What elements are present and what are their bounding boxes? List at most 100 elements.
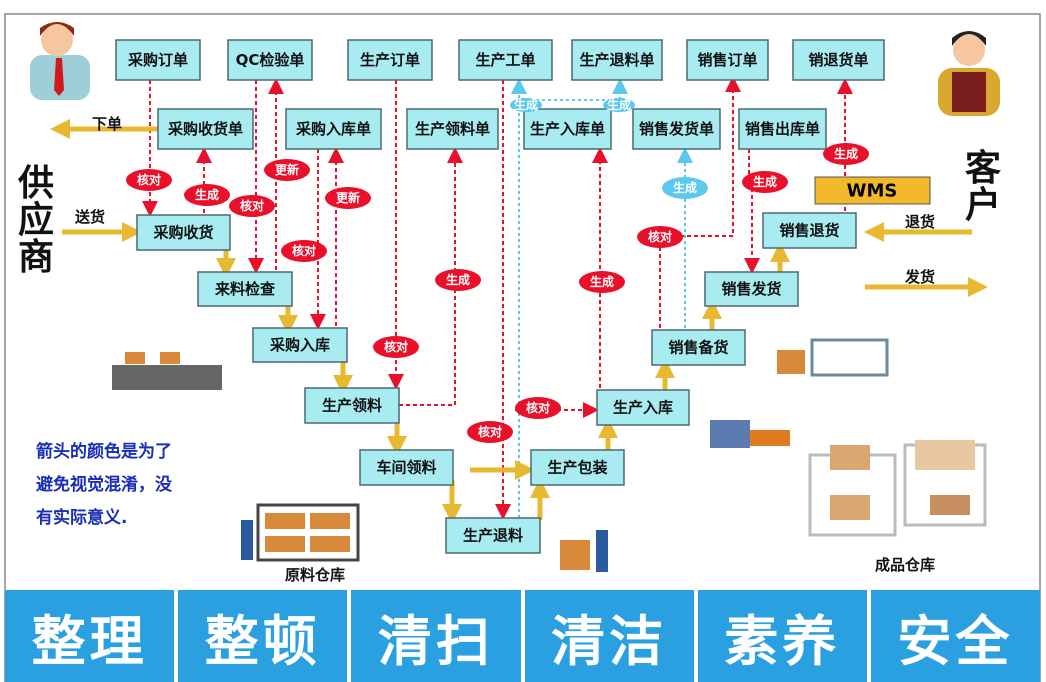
qc-inspection-doc: QC检验单 [227,39,313,81]
production-return-doc-label: 生产退料单 [579,51,654,69]
process-production-packing-label: 生产包装 [547,459,608,477]
tag-text: 核对 [292,243,316,258]
5s-footer: 整理 整顿 清扫 清洁 素养 安全 [5,590,1041,682]
tag-check: 核对 [467,421,513,443]
process-production-stockin: 生产入库 [596,389,690,426]
customer-person-icon [938,31,1000,116]
tag-generate: 生成 [823,143,869,165]
footer-tile-seiso: 清扫 [351,590,521,682]
return-label: 退货 [905,213,935,231]
red-dashed-arrow [399,147,463,406]
footer-tile-shitsuke: 素养 [697,590,867,682]
supplier-char-2: 应 [18,200,54,241]
sales-order-doc: 销售订单 [686,39,769,81]
purchase-stockin-doc-label: 采购入库单 [295,120,371,138]
raw-warehouse-illustration [112,352,608,572]
note-line-1: 箭头的颜色是为了 [36,441,172,462]
process-material-requisition-label: 生产领料 [322,397,382,415]
note-line-3: 有实际意义. [36,507,127,528]
tag-text: 核对 [526,400,550,415]
production-stockin-doc: 生产入库单 [523,108,612,150]
tag-text: 核对 [240,198,264,213]
tag-text: 更新 [275,162,299,177]
tag-generate: 生成 [579,271,625,293]
footer-tile-seiketsu: 清洁 [524,590,694,682]
process-incoming-inspection-label: 来料检查 [214,280,276,298]
purchase-order-doc: 采购订单 [115,39,201,81]
tag-text: 生成 [590,274,614,289]
purchase-order-doc-label: 采购订单 [127,51,188,69]
tag-text: 生成 [753,174,777,189]
work-order-doc: 生产工单 [458,39,553,81]
production-stockin-doc-label: 生产入库单 [530,120,605,138]
red-dashed-arrow [744,149,760,274]
production-order-doc-label: 生产订单 [360,51,420,69]
process-production-packing: 生产包装 [530,449,625,486]
tag-text: 核对 [384,339,408,354]
note-line-2: 避免视觉混淆，没 [36,474,173,495]
process-sales-picking: 销售备货 [651,329,746,366]
tag-generate: 生成 [184,184,230,206]
tag-generate: 生成 [603,97,635,112]
supplier-char-1: 供 [18,163,54,204]
red-dashed-arrow [659,76,741,328]
tag-generate: 生成 [435,269,481,291]
production-return-doc: 生产退料单 [571,39,663,81]
sales-return-doc-label: 销退货单 [808,51,868,69]
process-purchase-stockin: 采购入库 [252,327,348,363]
sales-delivery-doc: 销售发货单 [632,108,721,150]
sales-outbound-doc-label: 销售出库单 [745,120,820,138]
material-requisition-doc-label: 生产领料单 [415,120,490,138]
purchase-receipt-doc-label: 采购收货单 [167,120,243,138]
process-material-requisition: 生产领料 [304,387,400,424]
production-order-doc: 生产订单 [347,39,433,81]
tag-update: 更新 [264,159,310,181]
supplier-person-icon [30,22,90,100]
tag-text: 生成 [673,180,697,195]
finished-warehouse-label: 成品仓库 [875,556,935,574]
sales-delivery-doc-label: 销售发货单 [639,120,714,138]
tag-text: 更新 [336,190,360,205]
process-sales-picking-label: 销售备货 [668,339,728,357]
sales-return-doc: 销退货单 [792,39,885,81]
process-production-return-label: 生产退料 [463,527,523,545]
tag-update: 更新 [325,187,371,209]
tag-text: 生成 [607,97,631,112]
supplier-char-3: 商 [18,237,54,278]
process-purchase-stockin-label: 采购入库 [269,336,330,354]
tag-check: 核对 [126,169,172,191]
frame [4,13,1041,682]
customer-char-1: 客 [965,148,1001,189]
process-workshop-requisition-label: 车间领料 [376,459,436,477]
qc-inspection-doc-label: QC检验单 [236,51,305,69]
purchase-stockin-doc: 采购入库单 [285,108,382,150]
process-sales-return-label: 销售退货 [779,222,839,240]
tag-text: 生成 [834,146,858,161]
sales-order-doc-label: 销售订单 [697,51,757,69]
tag-check: 核对 [515,397,561,419]
process-production-return: 生产退料 [445,517,541,554]
process-sales-return: 销售退货 [762,212,857,249]
tag-text: 生成 [446,272,470,287]
order-label: 下单 [92,115,122,133]
process-workshop-requisition: 车间领料 [359,449,454,486]
process-production-stockin-label: 生产入库 [613,399,673,417]
purchase-receipt-doc: 采购收货单 [157,108,254,150]
footer-tile-seiton: 整顿 [178,590,348,682]
wms-label: WMS [847,181,898,202]
material-requisition-doc: 生产领料单 [406,108,499,150]
tag-text: 核对 [137,172,161,187]
footer-tile-safety: 安全 [870,590,1041,682]
tag-check: 核对 [373,336,419,358]
tag-generate: 生成 [742,171,788,193]
tag-text: 核对 [478,424,502,439]
customer-char-2: 户 [965,185,1001,226]
process-purchase-receive: 采购收货 [136,214,231,251]
tag-generate: 生成 [662,177,708,199]
process-incoming-inspection: 来料检查 [197,271,293,307]
tag-text: 生成 [195,187,219,202]
wms-box [814,176,931,205]
tag-check: 核对 [229,195,275,217]
tag-check: 核对 [637,226,683,248]
